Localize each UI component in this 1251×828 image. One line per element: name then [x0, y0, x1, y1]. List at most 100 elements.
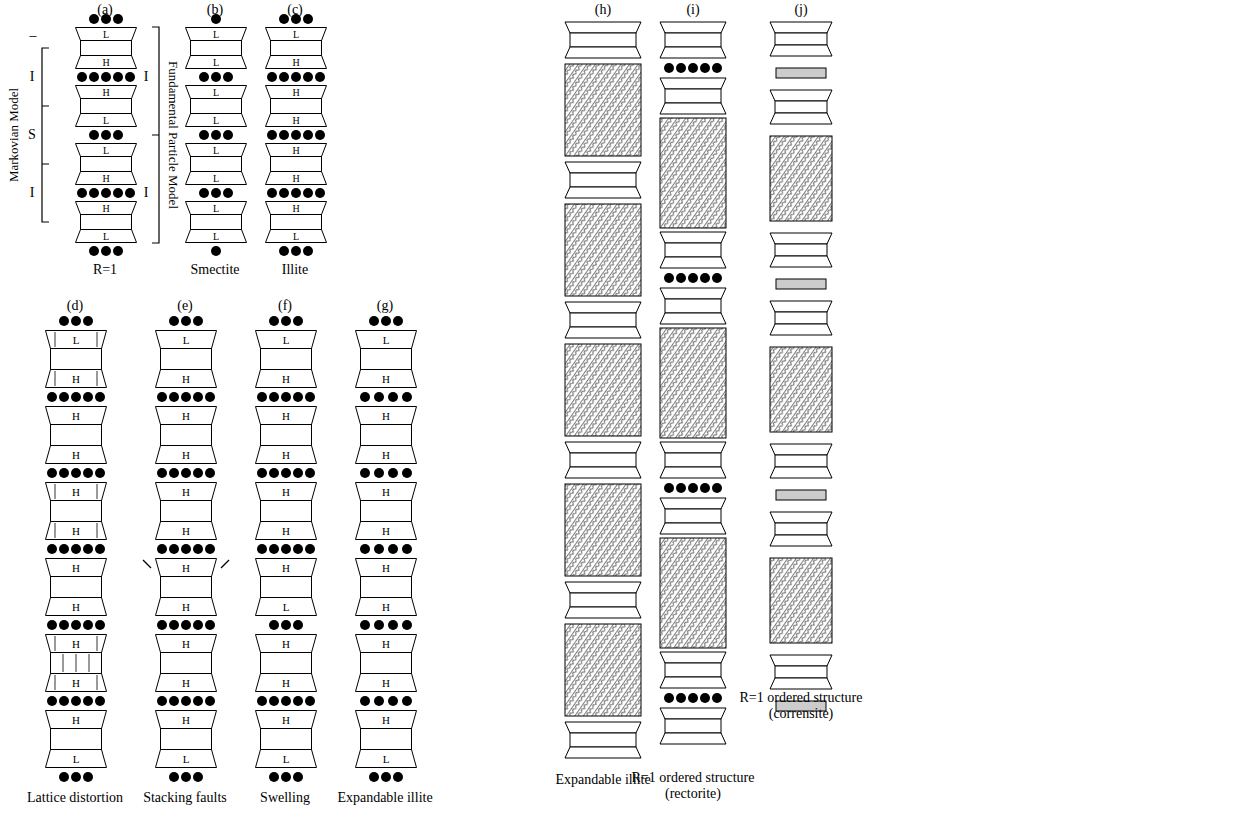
sheet-charge: L [155, 754, 217, 765]
tot-layer [186, 202, 247, 243]
tot-layer [266, 202, 327, 243]
tot-layer [565, 162, 641, 198]
tot-layer [565, 722, 641, 758]
caption: R=1 ordered structure (rectorite) [608, 770, 778, 802]
sheet-charge: L [45, 754, 107, 765]
interlayer-cations [360, 392, 412, 402]
panel-letter: (e) [177, 298, 193, 314]
interlayer-cations [157, 468, 215, 478]
clay-layer: HH [355, 482, 417, 540]
clay-layer: HH [265, 143, 327, 185]
sheet-charge: H [45, 526, 107, 537]
sheet-charge: H [355, 487, 417, 498]
organic-interlayer [770, 558, 832, 643]
organic-interlayer [565, 344, 641, 436]
sheet-charge: H [355, 374, 417, 385]
clay-layer: HH [265, 85, 327, 127]
tot-layer [356, 635, 417, 692]
organic-interlayer [660, 538, 726, 648]
tot-layer [256, 483, 317, 540]
sheet-charge: L [255, 754, 317, 765]
clay-layer: HH [45, 634, 107, 692]
tot-layer [356, 331, 417, 388]
sheet-charge: H [45, 563, 107, 574]
sheet-charge: H [75, 88, 137, 98]
tot-layer [256, 711, 317, 768]
sheet-charge: H [255, 487, 317, 498]
tot-layer [660, 652, 726, 688]
clay-layer: HH [155, 558, 217, 616]
tot-layer [770, 655, 832, 689]
organic-interlayer [770, 136, 832, 221]
interlayer-cations [199, 72, 233, 82]
interlayer-cations [267, 130, 325, 140]
panel-letter: (a) [97, 2, 113, 18]
organic-interlayer [565, 64, 641, 156]
tot-layer [186, 86, 247, 127]
tot-layer [660, 498, 726, 534]
tot-layer [186, 28, 247, 69]
interlayer-cations [267, 72, 325, 82]
caption: Lattice distortion [27, 790, 123, 806]
sheet-charge: H [45, 487, 107, 498]
tot-layer [256, 331, 317, 388]
interlayer-cations [664, 483, 722, 493]
interlayer-cations [369, 772, 403, 782]
sheet-charge: H [355, 563, 417, 574]
tot-layer [256, 559, 317, 616]
sheet-charge: H [355, 450, 417, 461]
clay-layer: LH [265, 27, 327, 69]
clay-layer: LH [255, 330, 317, 388]
clay-layer: HH [355, 558, 417, 616]
tot-layer [660, 78, 726, 114]
clay-layer: HL [265, 201, 327, 243]
interlayer-cations [47, 696, 105, 706]
tot-layer [660, 442, 726, 478]
sheet-charge: H [45, 639, 107, 650]
tot-layer [770, 233, 832, 267]
tot-layer [46, 559, 107, 616]
sheet-charge: H [265, 204, 327, 214]
tot-layer [565, 22, 641, 58]
sheet-charge: H [255, 526, 317, 537]
panel-letter: (i) [686, 2, 699, 18]
clay-layer: HH [255, 406, 317, 464]
sheet-charge: H [45, 715, 107, 726]
interlayer-cations [279, 246, 313, 256]
layer-type: I [144, 69, 149, 85]
clay-layer: HH [45, 558, 107, 616]
interlayer-cations [211, 246, 221, 256]
panel-letter: (b) [207, 2, 223, 18]
sheet-charge: H [155, 639, 217, 650]
interlayer-cations [269, 772, 303, 782]
interlayer-cations [269, 620, 303, 630]
sheet-charge: H [155, 563, 217, 574]
sheet-charge: L [185, 58, 247, 68]
interlayer-cations [157, 696, 215, 706]
caption: R=1 ordered structure (corrensite) [721, 690, 881, 722]
tot-layer [770, 22, 832, 56]
sheet-charge: H [155, 715, 217, 726]
organic-interlayer [565, 204, 641, 296]
interlayer-cations [257, 468, 315, 478]
model-label: Markovian Model [7, 88, 22, 182]
sheet-charge: H [355, 526, 417, 537]
tot-layer [660, 288, 726, 324]
sheet-charge: H [75, 58, 137, 68]
clay-layer: HL [45, 710, 107, 768]
clay-layer: LL [185, 143, 247, 185]
interlayer-cations [47, 544, 105, 554]
interlayer-cations [257, 544, 315, 554]
clay-layer: HL [355, 710, 417, 768]
sheet-charge: H [45, 450, 107, 461]
clay-layer: LL [185, 201, 247, 243]
tot-layer [46, 407, 107, 464]
interlayer-cations [59, 772, 93, 782]
interlayer-cations [157, 620, 215, 630]
tot-layer [76, 86, 137, 127]
tot-layer [186, 144, 247, 185]
sheet-charge: L [75, 30, 137, 40]
sheet-charge: L [155, 335, 217, 346]
sheet-charge: H [255, 563, 317, 574]
tot-layer [76, 144, 137, 185]
